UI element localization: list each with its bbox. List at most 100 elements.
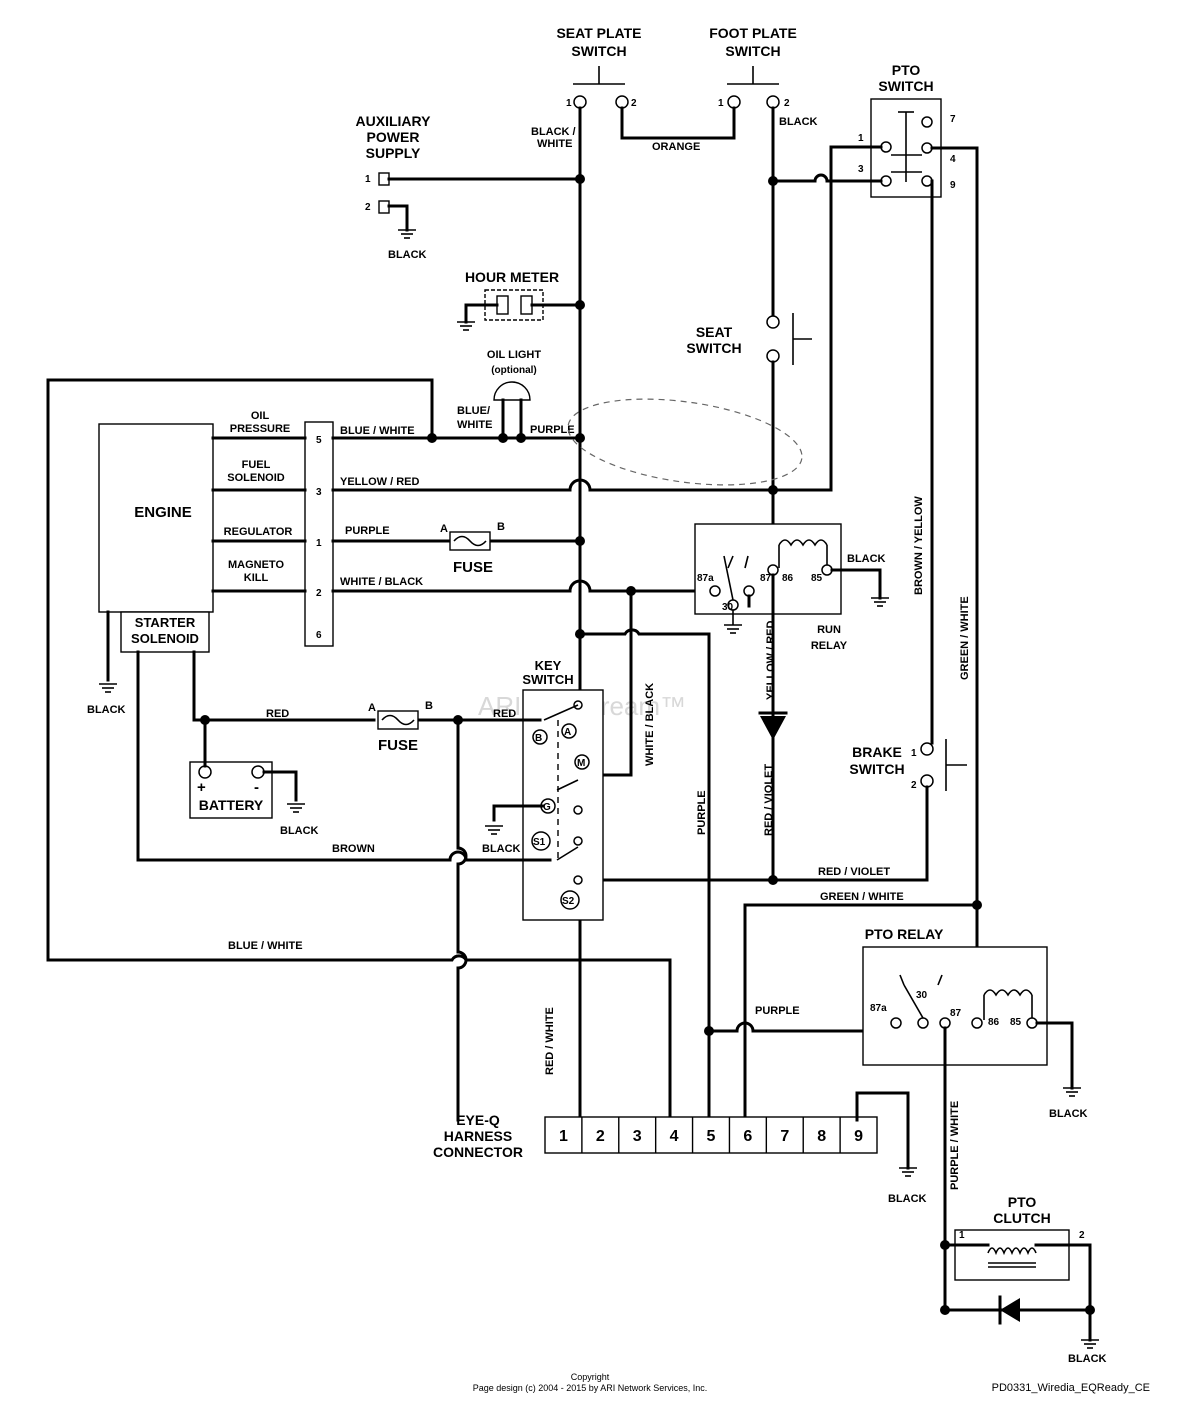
svg-text:BLACK: BLACK [847, 553, 886, 565]
svg-text:PRESSURE: PRESSURE [230, 423, 291, 435]
hour-meter: HOUR METER [457, 269, 582, 331]
pto-clutch: PTO CLUTCH 1 2 [954, 1194, 1085, 1281]
svg-text:G: G [543, 802, 551, 813]
engine-terminal-regulator: REGULATOR 1 PURPLE [211, 525, 390, 549]
svg-text:BLACK: BLACK [388, 249, 427, 261]
svg-text:HOUR METER: HOUR METER [465, 269, 559, 285]
svg-text:3: 3 [858, 164, 864, 175]
svg-text:YELLOW / RED: YELLOW / RED [340, 476, 420, 488]
svg-text:SWITCH: SWITCH [686, 340, 741, 356]
svg-text:SWITCH: SWITCH [878, 78, 933, 94]
svg-text:PURPLE: PURPLE [530, 424, 575, 436]
svg-text:KILL: KILL [244, 572, 269, 584]
svg-text:CLUTCH: CLUTCH [993, 1210, 1051, 1226]
engine-terminal-fuel: FUEL SOLENOID 3 YELLOW / RED [211, 459, 420, 498]
svg-text:OIL LIGHT: OIL LIGHT [487, 349, 541, 361]
svg-text:RELAY: RELAY [811, 640, 848, 652]
eyeq-pin-7: 7 [780, 1128, 789, 1145]
svg-text:1: 1 [959, 1230, 965, 1241]
engine-terminal-magneto: MAGNETO KILL 2 WHITE / BLACK [211, 559, 423, 599]
svg-text:GREEN / WHITE: GREEN / WHITE [959, 596, 971, 680]
fuse-regulator: A B FUSE [440, 521, 505, 576]
svg-text:PTO RELAY: PTO RELAY [865, 926, 944, 942]
svg-text:SEAT: SEAT [696, 324, 733, 340]
svg-text:A: A [564, 727, 571, 738]
svg-text:GREEN / WHITE: GREEN / WHITE [820, 891, 904, 903]
svg-text:PTO: PTO [1008, 1194, 1037, 1210]
eyeq-pin-2: 2 [596, 1128, 605, 1145]
svg-text:BROWN / YELLOW: BROWN / YELLOW [913, 496, 925, 595]
svg-text:SWITCH: SWITCH [571, 43, 626, 59]
svg-text:SWITCH: SWITCH [849, 761, 904, 777]
svg-text:A: A [440, 523, 448, 535]
svg-text:1: 1 [365, 174, 371, 185]
svg-text:BLACK: BLACK [888, 1193, 927, 1205]
eyeq-pin-4: 4 [670, 1128, 679, 1145]
svg-text:S1: S1 [533, 837, 546, 848]
svg-text:EYE-Q: EYE-Q [456, 1112, 500, 1128]
svg-text:RUN: RUN [817, 624, 841, 636]
engine: ENGINE STARTER SOLENOID [98, 421, 334, 653]
svg-text:2: 2 [911, 780, 917, 791]
svg-text:BATTERY: BATTERY [199, 797, 264, 813]
svg-text:87: 87 [950, 1008, 962, 1019]
svg-text:86: 86 [782, 573, 794, 584]
svg-text:1: 1 [911, 748, 917, 759]
svg-text:OIL: OIL [251, 410, 270, 422]
svg-text:BROWN: BROWN [332, 843, 375, 855]
svg-text:SEAT PLATE: SEAT PLATE [556, 25, 641, 41]
svg-text:RED / WHITE: RED / WHITE [544, 1007, 556, 1075]
svg-text:85: 85 [811, 573, 823, 584]
key-switch: KEY SWITCH B A M G S1 S2 [522, 658, 604, 921]
svg-text:B: B [425, 700, 433, 712]
svg-text:85: 85 [1010, 1017, 1022, 1028]
svg-text:A: A [368, 702, 376, 714]
svg-text:1: 1 [316, 538, 322, 549]
svg-text:ENGINE: ENGINE [134, 504, 192, 521]
svg-text:CONNECTOR: CONNECTOR [433, 1144, 523, 1160]
foot-plate-switch: FOOT PLATE SWITCH 1 2 [709, 25, 797, 109]
svg-text:PURPLE / WHITE: PURPLE / WHITE [949, 1101, 961, 1190]
run-relay: 87a 30 87 86 85 RUN RELAY [694, 523, 848, 652]
auxiliary-power-supply: AUXILIARY POWER SUPPLY 1 2 BLACK [356, 113, 582, 261]
brake-switch: BRAKE SWITCH 1 2 [849, 739, 967, 791]
svg-text:RED: RED [266, 708, 289, 720]
junctions [200, 174, 1095, 1315]
svg-text:30: 30 [916, 990, 928, 1001]
svg-text:RED / VIOLET: RED / VIOLET [763, 764, 775, 836]
svg-text:PURPLE: PURPLE [345, 525, 390, 537]
orange-wire-label: ORANGE [652, 141, 700, 153]
svg-text:SUPPLY: SUPPLY [366, 145, 421, 161]
footer-ref: PD0331_Wiredia_EQReady_CE [992, 1382, 1150, 1394]
engine-terminal-oil: OIL PRESSURE 5 BLUE / WHITE [211, 410, 415, 446]
svg-text:BLACK: BLACK [779, 116, 818, 128]
svg-text:FUSE: FUSE [378, 737, 418, 754]
svg-text:KEY: KEY [535, 658, 562, 673]
svg-text:BLACK: BLACK [1068, 1353, 1107, 1365]
svg-text:AUXILIARY: AUXILIARY [356, 113, 432, 129]
fuse-battery: A B FUSE [368, 700, 433, 754]
svg-text:REGULATOR: REGULATOR [224, 526, 293, 538]
svg-text:PURPLE: PURPLE [696, 790, 708, 835]
svg-text:HARNESS: HARNESS [444, 1128, 512, 1144]
svg-text:2: 2 [631, 98, 637, 109]
svg-text:87: 87 [760, 573, 772, 584]
orange-wire [620, 106, 736, 140]
svg-text:YELLOW / RED: YELLOW / RED [765, 621, 777, 701]
svg-text:B: B [497, 521, 505, 533]
svg-text:B: B [535, 733, 542, 744]
svg-text:SOLENOID: SOLENOID [227, 472, 285, 484]
footer-page-design: Page design (c) 2004 - 2015 by ARI Netwo… [473, 1383, 708, 1393]
svg-text:BLUE/: BLUE/ [457, 405, 490, 417]
svg-text:BLACK: BLACK [482, 843, 521, 855]
svg-text:WHITE / BLACK: WHITE / BLACK [340, 576, 423, 588]
eyeq-pin-9: 9 [854, 1128, 863, 1145]
svg-text:87a: 87a [697, 573, 714, 584]
svg-text:1: 1 [718, 98, 724, 109]
svg-text:4: 4 [950, 154, 956, 165]
svg-text:9: 9 [950, 180, 956, 191]
svg-text:FOOT PLATE: FOOT PLATE [709, 25, 797, 41]
svg-text:2: 2 [784, 98, 790, 109]
svg-text:WHITE / BLACK: WHITE / BLACK [644, 683, 656, 766]
svg-text:BLUE / WHITE: BLUE / WHITE [340, 425, 415, 437]
